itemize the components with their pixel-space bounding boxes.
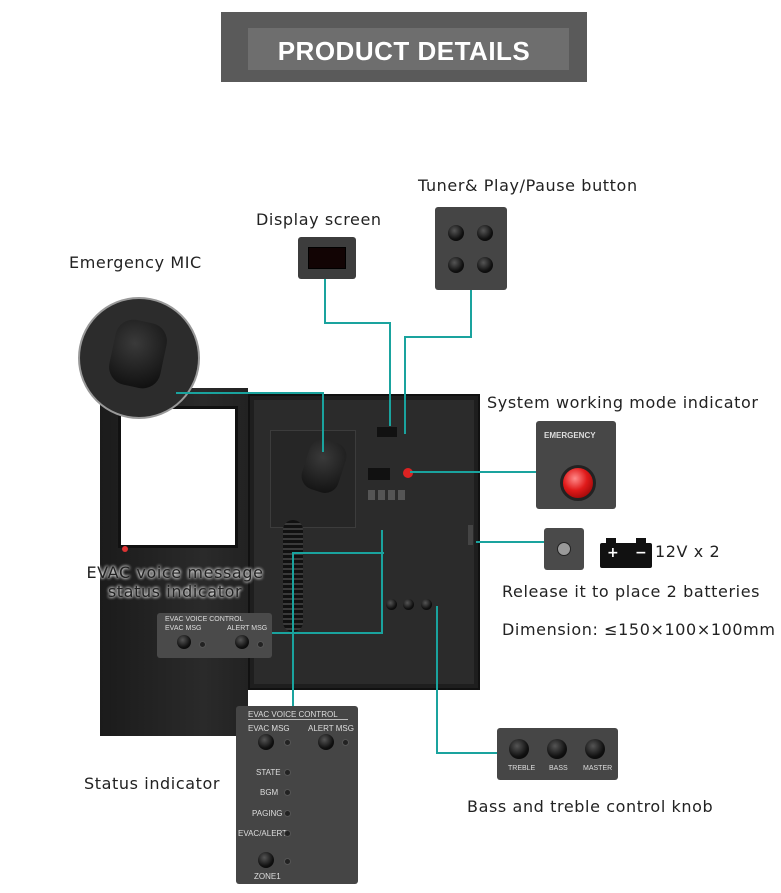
leader-line bbox=[476, 541, 544, 543]
evac-voice-control-panel-small: EVAC VOICE CONTROL EVAC MSG ALERT MSG bbox=[157, 613, 272, 658]
state-led bbox=[284, 769, 291, 776]
evac-msg-label: EVAC MSG bbox=[165, 625, 202, 632]
play-pause-button[interactable] bbox=[477, 225, 493, 241]
status-panel-title: EVAC VOICE CONTROL bbox=[248, 710, 338, 719]
label-dimension: Dimension: ≤150×100×100mm bbox=[502, 620, 776, 639]
evac-msg-button[interactable] bbox=[177, 635, 191, 649]
leader-line bbox=[292, 552, 384, 554]
alert-msg-button[interactable] bbox=[235, 635, 249, 649]
cabinet-display bbox=[377, 427, 397, 437]
emergency-mic-zoom bbox=[78, 297, 200, 419]
master-label: MASTER bbox=[583, 765, 613, 772]
next-button[interactable] bbox=[477, 257, 493, 273]
cabinet-emergency-led bbox=[403, 468, 413, 478]
label-status-indicator: Status indicator bbox=[84, 774, 221, 793]
leader-line bbox=[324, 322, 390, 324]
label-release-batteries: Release it to place 2 batteries bbox=[502, 582, 761, 601]
leader-line bbox=[322, 392, 324, 452]
cabinet-knob-1 bbox=[386, 599, 397, 610]
alert-msg-led bbox=[257, 641, 264, 648]
cabinet-tuner-buttons bbox=[368, 490, 408, 500]
zone1-label: ZONE1 bbox=[254, 872, 281, 881]
cabinet-knob-3 bbox=[421, 599, 432, 610]
status-evac-msg-button[interactable] bbox=[258, 734, 274, 750]
label-evac-voice-status-line1: EVAC voice message bbox=[86, 563, 264, 582]
label-emergency-mic: Emergency MIC bbox=[69, 253, 202, 272]
emergency-label: EMERGENCY bbox=[544, 431, 596, 440]
emergency-indicator-zoom: EMERGENCY bbox=[536, 421, 616, 509]
cabinet-door bbox=[100, 388, 248, 736]
door-indicator-led bbox=[122, 546, 128, 552]
bass-knob[interactable] bbox=[547, 739, 567, 759]
label-display-screen: Display screen bbox=[256, 210, 382, 229]
label-system-working-mode: System working mode indicator bbox=[487, 393, 759, 412]
zone1-button[interactable] bbox=[258, 852, 274, 868]
state-label: STATE bbox=[256, 768, 281, 777]
display-screen bbox=[308, 247, 346, 269]
status-evac-msg-led bbox=[284, 739, 291, 746]
door-window bbox=[118, 406, 238, 548]
leader-line bbox=[389, 322, 391, 426]
tuner-button[interactable] bbox=[448, 225, 464, 241]
cabinet-display-2 bbox=[368, 468, 390, 480]
bass-treble-panel: TREBLE BASS MASTER bbox=[497, 728, 618, 780]
evac-voice-control-title: EVAC VOICE CONTROL bbox=[165, 616, 244, 623]
status-alert-msg-button[interactable] bbox=[318, 734, 334, 750]
bgm-label: BGM bbox=[260, 788, 279, 797]
zone1-led bbox=[284, 858, 291, 865]
header-inner-band bbox=[248, 28, 569, 70]
battery-icon: + − bbox=[600, 538, 652, 568]
cabinet-latch bbox=[468, 525, 473, 545]
display-screen-zoom bbox=[298, 237, 356, 279]
prev-button[interactable] bbox=[448, 257, 464, 273]
leader-line bbox=[272, 632, 382, 634]
paging-label: PAGING bbox=[252, 809, 283, 818]
evac-msg-led bbox=[199, 641, 206, 648]
alert-msg-label: ALERT MSG bbox=[227, 625, 268, 632]
evac-alert-label: EVAC/ALERT bbox=[238, 829, 288, 838]
treble-knob[interactable] bbox=[509, 739, 529, 759]
label-evac-voice-status: EVAC voice message status indicator bbox=[86, 563, 264, 601]
master-knob[interactable] bbox=[585, 739, 605, 759]
status-evac-msg-label: EVAC MSG bbox=[248, 724, 290, 733]
status-alert-msg-label: ALERT MSG bbox=[308, 724, 354, 733]
cabinet-knob-2 bbox=[403, 599, 414, 610]
tuner-play-pause-zoom bbox=[435, 207, 507, 290]
screw-icon[interactable] bbox=[557, 542, 571, 556]
label-battery-qty: 12V x 2 bbox=[655, 542, 721, 561]
evac-alert-led bbox=[284, 830, 291, 837]
leader-line bbox=[470, 290, 472, 337]
bgm-led bbox=[284, 789, 291, 796]
page-title: PRODUCT DETAILS bbox=[277, 36, 531, 66]
status-alert-msg-led bbox=[342, 739, 349, 746]
leader-line bbox=[404, 336, 406, 434]
label-bass-treble: Bass and treble control knob bbox=[467, 797, 714, 816]
leader-line bbox=[381, 530, 383, 634]
paging-led bbox=[284, 810, 291, 817]
microphone-icon bbox=[105, 316, 171, 392]
bass-label: BASS bbox=[549, 765, 568, 772]
leader-line bbox=[292, 552, 294, 706]
leader-line bbox=[436, 606, 438, 754]
leader-line bbox=[436, 752, 497, 754]
leader-line bbox=[404, 336, 472, 338]
treble-label: TREBLE bbox=[508, 765, 536, 772]
leader-line bbox=[410, 471, 536, 473]
label-tuner-play-pause: Tuner& Play/Pause button bbox=[418, 176, 638, 195]
status-indicator-panel: EVAC VOICE CONTROL EVAC MSG ALERT MSG ST… bbox=[236, 706, 358, 884]
leader-line bbox=[324, 279, 326, 323]
battery-release-zoom bbox=[544, 528, 584, 570]
emergency-led bbox=[560, 465, 596, 501]
label-evac-voice-status-line2: status indicator bbox=[107, 582, 243, 601]
leader-line bbox=[176, 392, 324, 394]
